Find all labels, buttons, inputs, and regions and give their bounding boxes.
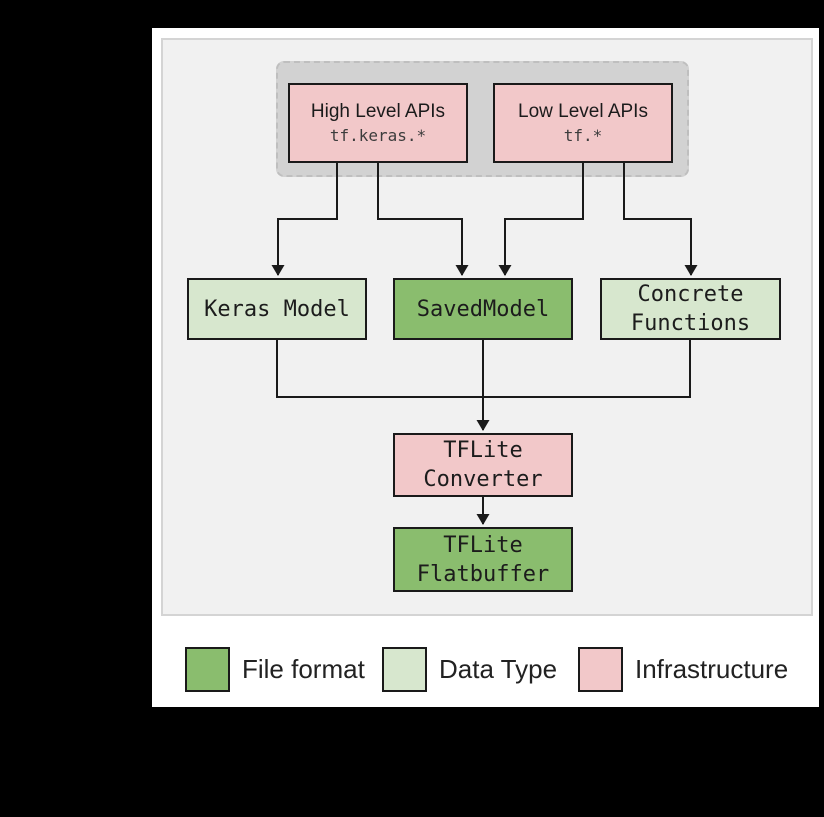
- legend: File format Data Type Infrastructure: [152, 646, 819, 692]
- tflite-converter-label: TFLite Converter: [423, 438, 543, 492]
- data-type-label: Data Type: [439, 653, 558, 684]
- saved-model-label: SavedModel: [416, 296, 550, 322]
- file-format-label: File format: [242, 653, 365, 684]
- data-type-swatch: [382, 646, 427, 692]
- high-level-apis-box: High Level APIs tf.keras.*: [288, 83, 468, 163]
- low-level-apis-title: Low Level APIs: [518, 101, 648, 122]
- legend-item-data-type: Data Type: [382, 646, 557, 692]
- tflite-flatbuffer-label: TFLite Flatbuffer: [416, 532, 550, 587]
- concrete-functions-label: Concrete Functions: [630, 282, 751, 336]
- high-level-apis-title: High Level APIs: [310, 101, 446, 122]
- legend-item-file-format: File format: [185, 646, 365, 692]
- saved-model-box: SavedModel: [393, 278, 573, 340]
- tflite-flatbuffer-box: TFLite Flatbuffer: [393, 527, 573, 592]
- low-level-apis-subtitle: tf.*: [563, 126, 603, 145]
- concrete-functions-box: Concrete Functions: [600, 278, 781, 340]
- legend-item-infrastructure: Infrastructure: [578, 646, 788, 692]
- keras-model-box: Keras Model: [187, 278, 367, 340]
- low-level-apis-box: Low Level APIs tf.*: [493, 83, 673, 163]
- file-format-swatch: [185, 646, 230, 692]
- diagram-canvas: High Level APIs tf.keras.* Low Level API…: [152, 28, 819, 707]
- infrastructure-swatch: [578, 646, 623, 692]
- high-level-apis-subtitle: tf.keras.*: [329, 126, 427, 145]
- infrastructure-label: Infrastructure: [635, 653, 789, 684]
- tflite-converter-box: TFLite Converter: [393, 433, 573, 497]
- keras-model-label: Keras Model: [204, 296, 350, 322]
